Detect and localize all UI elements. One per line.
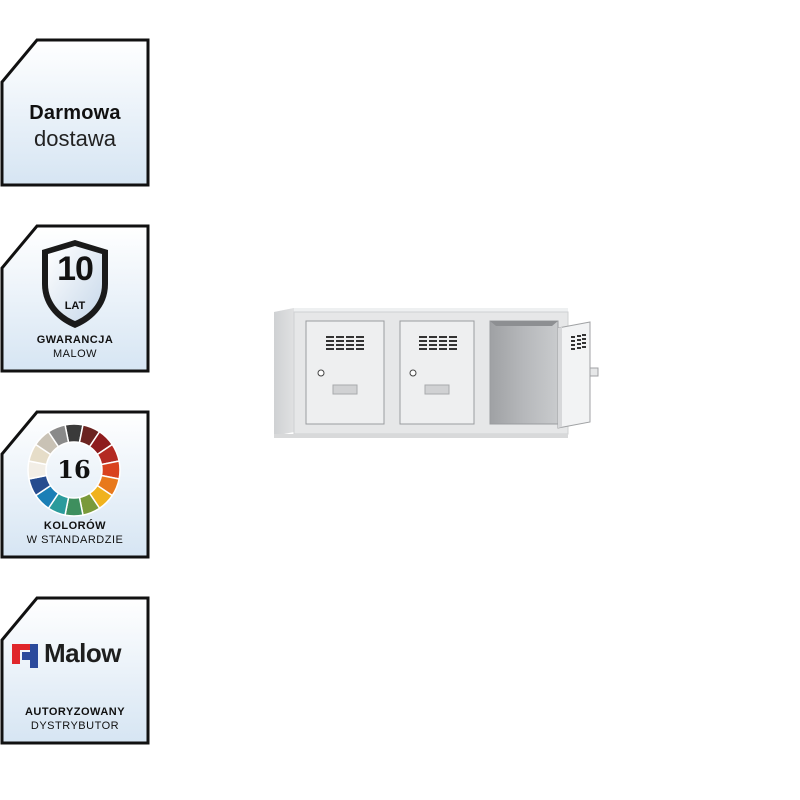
locker-open-compartment xyxy=(489,320,559,425)
color-swatch xyxy=(47,424,70,448)
delivery-line-1: Darmowa xyxy=(29,102,121,124)
warranty-badge: 10 LAT GWARANCJA MALOW xyxy=(0,224,152,374)
dealer-line-2: DYSTRYBUTOR xyxy=(30,720,120,732)
color-wheel-icon xyxy=(27,423,121,517)
free-delivery-badge: Darmowa dostawa xyxy=(0,38,152,188)
locker-door-1 xyxy=(305,320,385,425)
shield-icon xyxy=(42,240,108,328)
delivery-line-2: dostawa xyxy=(34,126,116,151)
warranty-line-2: MALOW xyxy=(52,348,98,360)
warranty-years: 10 xyxy=(57,250,94,288)
warranty-line-1: GWARANCJA xyxy=(36,334,114,346)
warranty-unit: LAT xyxy=(64,300,86,312)
dealer-line-1: AUTORYZOWANY xyxy=(24,706,126,718)
badge-frame xyxy=(0,38,150,187)
brand-name: Malow xyxy=(44,638,121,668)
locker-open-door xyxy=(557,321,599,429)
authorized-dealer-badge: Malow AUTORYZOWANY DYSTRYBUTOR xyxy=(0,596,152,746)
badge-frame xyxy=(0,596,150,745)
locker-cabinet-image xyxy=(274,308,599,438)
malow-logo-icon xyxy=(12,644,38,668)
colors-badge: 16 KOLORÓW W STANDARDZIE xyxy=(0,410,152,560)
locker-door-2 xyxy=(399,320,475,425)
colors-line-2: W STANDARDZIE xyxy=(26,534,124,546)
colors-line-1: KOLORÓW xyxy=(43,520,107,532)
colors-count: 16 xyxy=(57,455,91,484)
